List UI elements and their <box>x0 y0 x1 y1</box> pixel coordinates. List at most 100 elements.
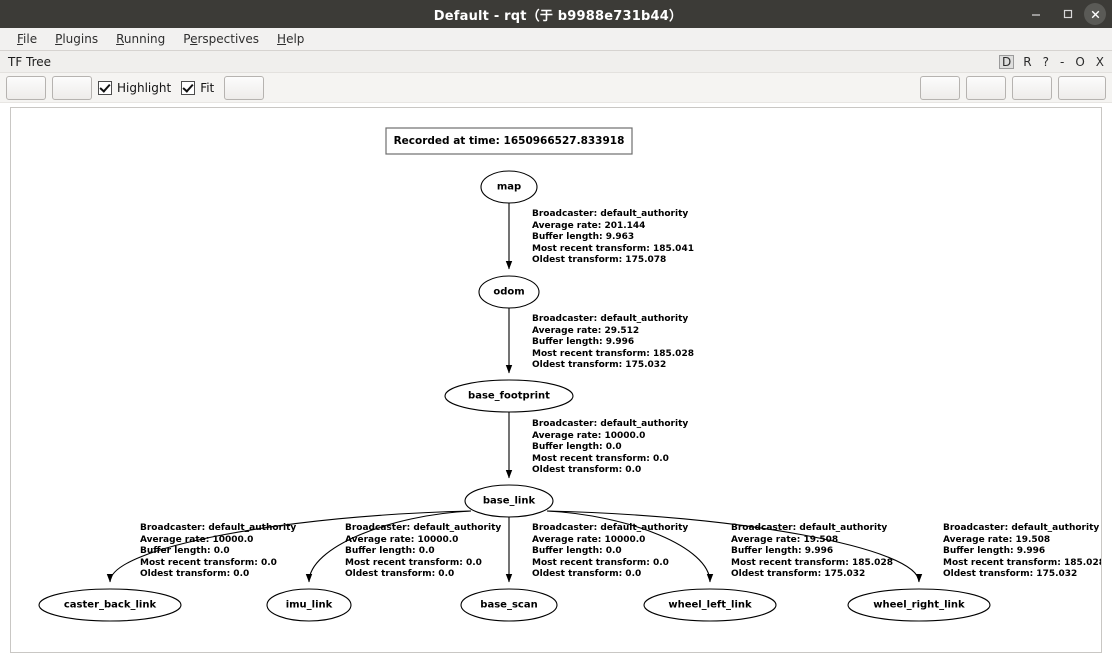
toolbar-button-1[interactable] <box>6 75 46 100</box>
tf-edge-label-line: Broadcaster: default_authority <box>532 314 689 324</box>
tf-edge-label-line: Average rate: 201.144 <box>532 220 646 231</box>
toolbar-button-2[interactable] <box>52 75 92 100</box>
menu-help-mnemonic: H <box>277 32 287 46</box>
tf-tree-canvas[interactable]: Recorded at time: 1650966527.833918 Broa… <box>10 107 1102 653</box>
fit-checkbox-box[interactable] <box>181 80 196 95</box>
tf-node-caster_back_link[interactable] <box>38 588 182 622</box>
dock-button-r[interactable]: R <box>1023 54 1032 69</box>
tf-edge-label-line: Broadcaster: default_authority <box>731 523 888 533</box>
toolbar-button-5[interactable] <box>966 75 1006 100</box>
tf-edge-label-line: Broadcaster: default_authority <box>532 523 689 533</box>
tf-node-base_scan[interactable] <box>460 588 558 622</box>
highlight-checkbox[interactable]: Highlight <box>98 80 171 95</box>
menu-plugins-post: lugins <box>62 32 99 46</box>
tf-edge-label-line: Most recent transform: 185.028 <box>943 557 1102 568</box>
tf-node-label-wheel_left_link: wheel_left_link <box>668 599 752 611</box>
menu-file[interactable]: File <box>8 30 46 48</box>
tf-edge <box>305 510 472 583</box>
menu-perspectives-post: rspectives <box>197 32 260 46</box>
highlight-checkbox-box[interactable] <box>98 80 112 95</box>
tf-edge-label-line: Oldest transform: 175.078 <box>532 255 667 266</box>
tf-edge-label-line: Most recent transform: 185.028 <box>532 348 694 359</box>
tf-edge-label-line: Buffer length: 9.996 <box>532 337 635 348</box>
tf-edge-label-line: Buffer length: 0.0 <box>345 546 435 557</box>
menu-perspectives-pre: P <box>183 32 191 46</box>
toolbar-button-6[interactable] <box>1012 75 1052 100</box>
toolbar-right-group <box>920 75 1106 100</box>
tf-edge-label-line: Oldest transform: 175.032 <box>943 569 1078 580</box>
tf-node-odom[interactable] <box>478 275 540 309</box>
dock-button-close[interactable]: X <box>1095 54 1104 69</box>
tf-edge-label-line: Most recent transform: 0.0 <box>532 557 669 568</box>
dock-button-minimize[interactable]: - <box>1059 54 1065 69</box>
tf-node-label-base_link: base_link <box>482 495 536 507</box>
toolbar-button-7[interactable] <box>1058 75 1106 100</box>
tf-node-wheel_right_link[interactable] <box>847 588 991 622</box>
tf-edge-label-line: Average rate: 10000.0 <box>345 534 459 545</box>
recorded-time-label: Recorded at time: 1650966527.833918 <box>393 135 625 147</box>
tf-node-base_footprint[interactable] <box>444 379 574 413</box>
tf-node-map[interactable] <box>480 170 538 204</box>
tf-node-label-imu_link: imu_link <box>285 599 333 611</box>
menu-plugins[interactable]: Plugins <box>46 30 107 48</box>
minimize-button[interactable] <box>1020 0 1052 28</box>
tf-edge-label-line: Broadcaster: default_authority <box>532 209 689 219</box>
tf-edge-label-line: Oldest transform: 0.0 <box>532 465 642 476</box>
tf-edge-label-line: Oldest transform: 0.0 <box>140 569 250 580</box>
tf-graph-svg <box>38 127 991 622</box>
tf-edge-label-line: Average rate: 10000.0 <box>532 430 646 441</box>
window-titlebar: Default - rqt（于 b9988e731b44） <box>0 0 1112 28</box>
tf-edge-label-line: Most recent transform: 0.0 <box>345 557 482 568</box>
tf-edge-label-line: Broadcaster: default_authority <box>943 523 1100 533</box>
toolbar: Highlight Fit <box>0 73 1112 103</box>
tf-edge-label-line: Most recent transform: 0.0 <box>140 557 277 568</box>
tf-node-label-wheel_right_link: wheel_right_link <box>873 599 965 611</box>
tf-edge-label-line: Buffer length: 9.996 <box>943 546 1046 557</box>
tf-node-label-caster_back_link: caster_back_link <box>63 599 157 611</box>
menu-help[interactable]: Help <box>268 30 313 48</box>
tf-edge-label-line: Buffer length: 9.996 <box>731 546 834 557</box>
dock-button-o[interactable]: O <box>1075 54 1085 69</box>
tf-edge <box>546 510 923 583</box>
tf-edge-label-line: Buffer length: 9.963 <box>532 232 635 243</box>
tf-edge <box>546 510 714 583</box>
menubar: File Plugins Running Perspectives Help <box>0 28 1112 51</box>
tf-graph-nodes <box>38 170 991 622</box>
menu-running[interactable]: Running <box>107 30 174 48</box>
tf-edge-label-line: Most recent transform: 0.0 <box>532 453 669 464</box>
dock-button-help[interactable]: ? <box>1042 54 1049 69</box>
menu-perspectives[interactable]: Perspectives <box>174 30 268 48</box>
dock-button-d[interactable]: D <box>999 54 1015 69</box>
menu-file-post: ile <box>23 32 38 46</box>
window-controls <box>1020 0 1112 28</box>
tf-edge-label-line: Oldest transform: 0.0 <box>532 569 642 580</box>
tf-node-imu_link[interactable] <box>266 588 352 622</box>
toolbar-button-3[interactable] <box>224 75 265 100</box>
dock-titlebar: TF Tree D R ? - O X <box>0 51 1112 73</box>
fit-checkbox[interactable]: Fit <box>181 80 214 95</box>
menu-running-post: unning <box>123 32 166 46</box>
tf-edge-label-line: Broadcaster: default_authority <box>345 523 502 533</box>
tf-edge-label-line: Average rate: 19.508 <box>943 534 1051 545</box>
menu-file-mnemonic: F <box>17 32 24 46</box>
tf-node-base_link[interactable] <box>464 484 554 518</box>
toolbar-button-4[interactable] <box>920 75 960 100</box>
tf-edge-label-line: Broadcaster: default_authority <box>140 523 297 533</box>
tf-edge-label-line: Oldest transform: 175.032 <box>731 569 866 580</box>
dock-title-label: TF Tree <box>8 54 52 69</box>
tf-node-label-base_scan: base_scan <box>480 599 538 611</box>
close-button[interactable] <box>1084 3 1106 25</box>
tf-node-wheel_left_link[interactable] <box>643 588 777 622</box>
menu-running-mnemonic: R <box>116 32 124 46</box>
tf-edge-label-line: Buffer length: 0.0 <box>532 442 622 453</box>
menu-plugins-mnemonic: P <box>55 32 63 46</box>
maximize-button[interactable] <box>1052 0 1084 28</box>
menu-perspectives-mnemonic: e <box>190 32 198 46</box>
tf-graph: Recorded at time: 1650966527.833918 Broa… <box>11 108 1101 652</box>
